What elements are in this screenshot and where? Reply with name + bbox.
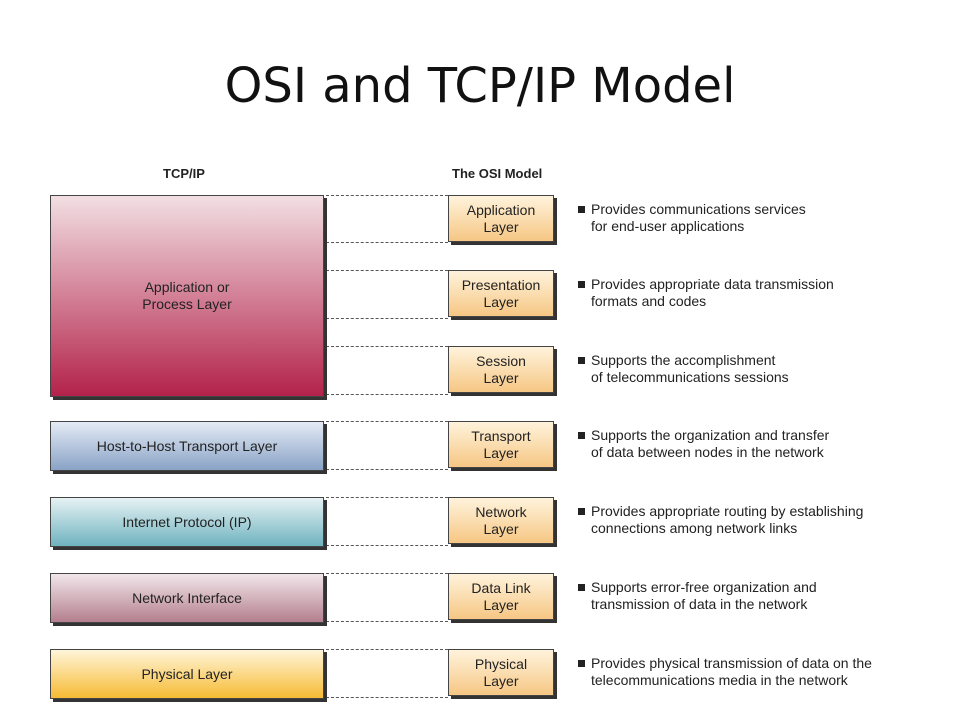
osi-layer-label: Transport Layer [471, 427, 531, 461]
osi-layer-description: Supports the accomplishment of telecommu… [578, 352, 789, 386]
square-bullet-icon [578, 584, 585, 591]
osi-layer-data-link-layer: Data Link Layer [448, 573, 554, 620]
tcp-layer-label: Application or Process Layer [142, 279, 232, 312]
square-bullet-icon [578, 281, 585, 288]
dashed-connector-line [326, 318, 448, 319]
description-text: Provides appropriate routing by establis… [591, 503, 864, 536]
osi-layer-label: Network Layer [475, 503, 527, 537]
description-text: Supports the organization and transfer o… [591, 427, 830, 460]
square-bullet-icon [578, 357, 585, 364]
osi-layer-transport-layer: Transport Layer [448, 421, 554, 468]
osi-layer-physical-layer: Physical Layer [448, 649, 554, 696]
page-title: OSI and TCP/IP Model [224, 58, 736, 114]
osi-layer-description: Provides communications services for end… [578, 201, 806, 235]
osi-layer-label: Data Link Layer [471, 579, 531, 613]
tcp-layer-application-or-process-layer: Application or Process Layer [50, 195, 324, 397]
tcpip-column-header: TCP/IP [163, 166, 205, 181]
dashed-connector-line [326, 242, 448, 243]
tcp-layer-label: Physical Layer [141, 665, 233, 682]
description-text: Provides appropriate data transmission f… [591, 276, 834, 309]
dashed-connector-line [326, 697, 448, 698]
osi-layer-description: Provides physical transmission of data o… [578, 655, 872, 689]
tcp-layer-physical-layer: Physical Layer [50, 649, 324, 699]
square-bullet-icon [578, 660, 585, 667]
tcp-layer-network-interface: Network Interface [50, 573, 324, 623]
tcp-layer-label: Internet Protocol (IP) [122, 513, 252, 530]
osi-layer-label: Session Layer [476, 352, 526, 386]
description-text: Provides physical transmission of data o… [591, 655, 872, 688]
dashed-connector-line [326, 621, 448, 622]
osi-layer-description: Provides appropriate data transmission f… [578, 276, 834, 310]
osi-layer-network-layer: Network Layer [448, 497, 554, 544]
osi-layer-presentation-layer: Presentation Layer [448, 270, 554, 317]
tcp-layer-host-to-host-transport-layer: Host-to-Host Transport Layer [50, 421, 324, 471]
dashed-connector-line [326, 573, 448, 574]
description-text: Supports error-free organization and tra… [591, 579, 817, 612]
description-text: Provides communications services for end… [591, 201, 806, 234]
dashed-connector-line [326, 195, 448, 196]
osi-layer-description: Provides appropriate routing by establis… [578, 503, 863, 537]
dashed-connector-line [326, 545, 448, 546]
osi-column-header: The OSI Model [452, 166, 543, 181]
description-text: Supports the accomplishment of telecommu… [591, 352, 789, 385]
dashed-connector-line [326, 469, 448, 470]
tcp-layer-label: Host-to-Host Transport Layer [96, 437, 278, 454]
osi-layer-label: Presentation Layer [461, 276, 541, 310]
dashed-connector-line [326, 394, 448, 395]
osi-layer-label: Physical Layer [474, 655, 528, 689]
dashed-connector-line [326, 346, 448, 347]
square-bullet-icon [578, 432, 585, 439]
dashed-connector-line [326, 270, 448, 271]
osi-layer-description: Supports the organization and transfer o… [578, 427, 829, 461]
dashed-connector-line [326, 649, 448, 650]
osi-layer-label: Application Layer [466, 201, 536, 235]
osi-layer-session-layer: Session Layer [448, 346, 554, 393]
tcp-layer-internet-protocol-ip: Internet Protocol (IP) [50, 497, 324, 547]
dashed-connector-line [326, 421, 448, 422]
square-bullet-icon [578, 508, 585, 515]
dashed-connector-line [326, 497, 448, 498]
square-bullet-icon [578, 206, 585, 213]
osi-layer-application-layer: Application Layer [448, 195, 554, 242]
tcp-layer-label: Network Interface [132, 589, 242, 606]
osi-layer-description: Supports error-free organization and tra… [578, 579, 817, 613]
